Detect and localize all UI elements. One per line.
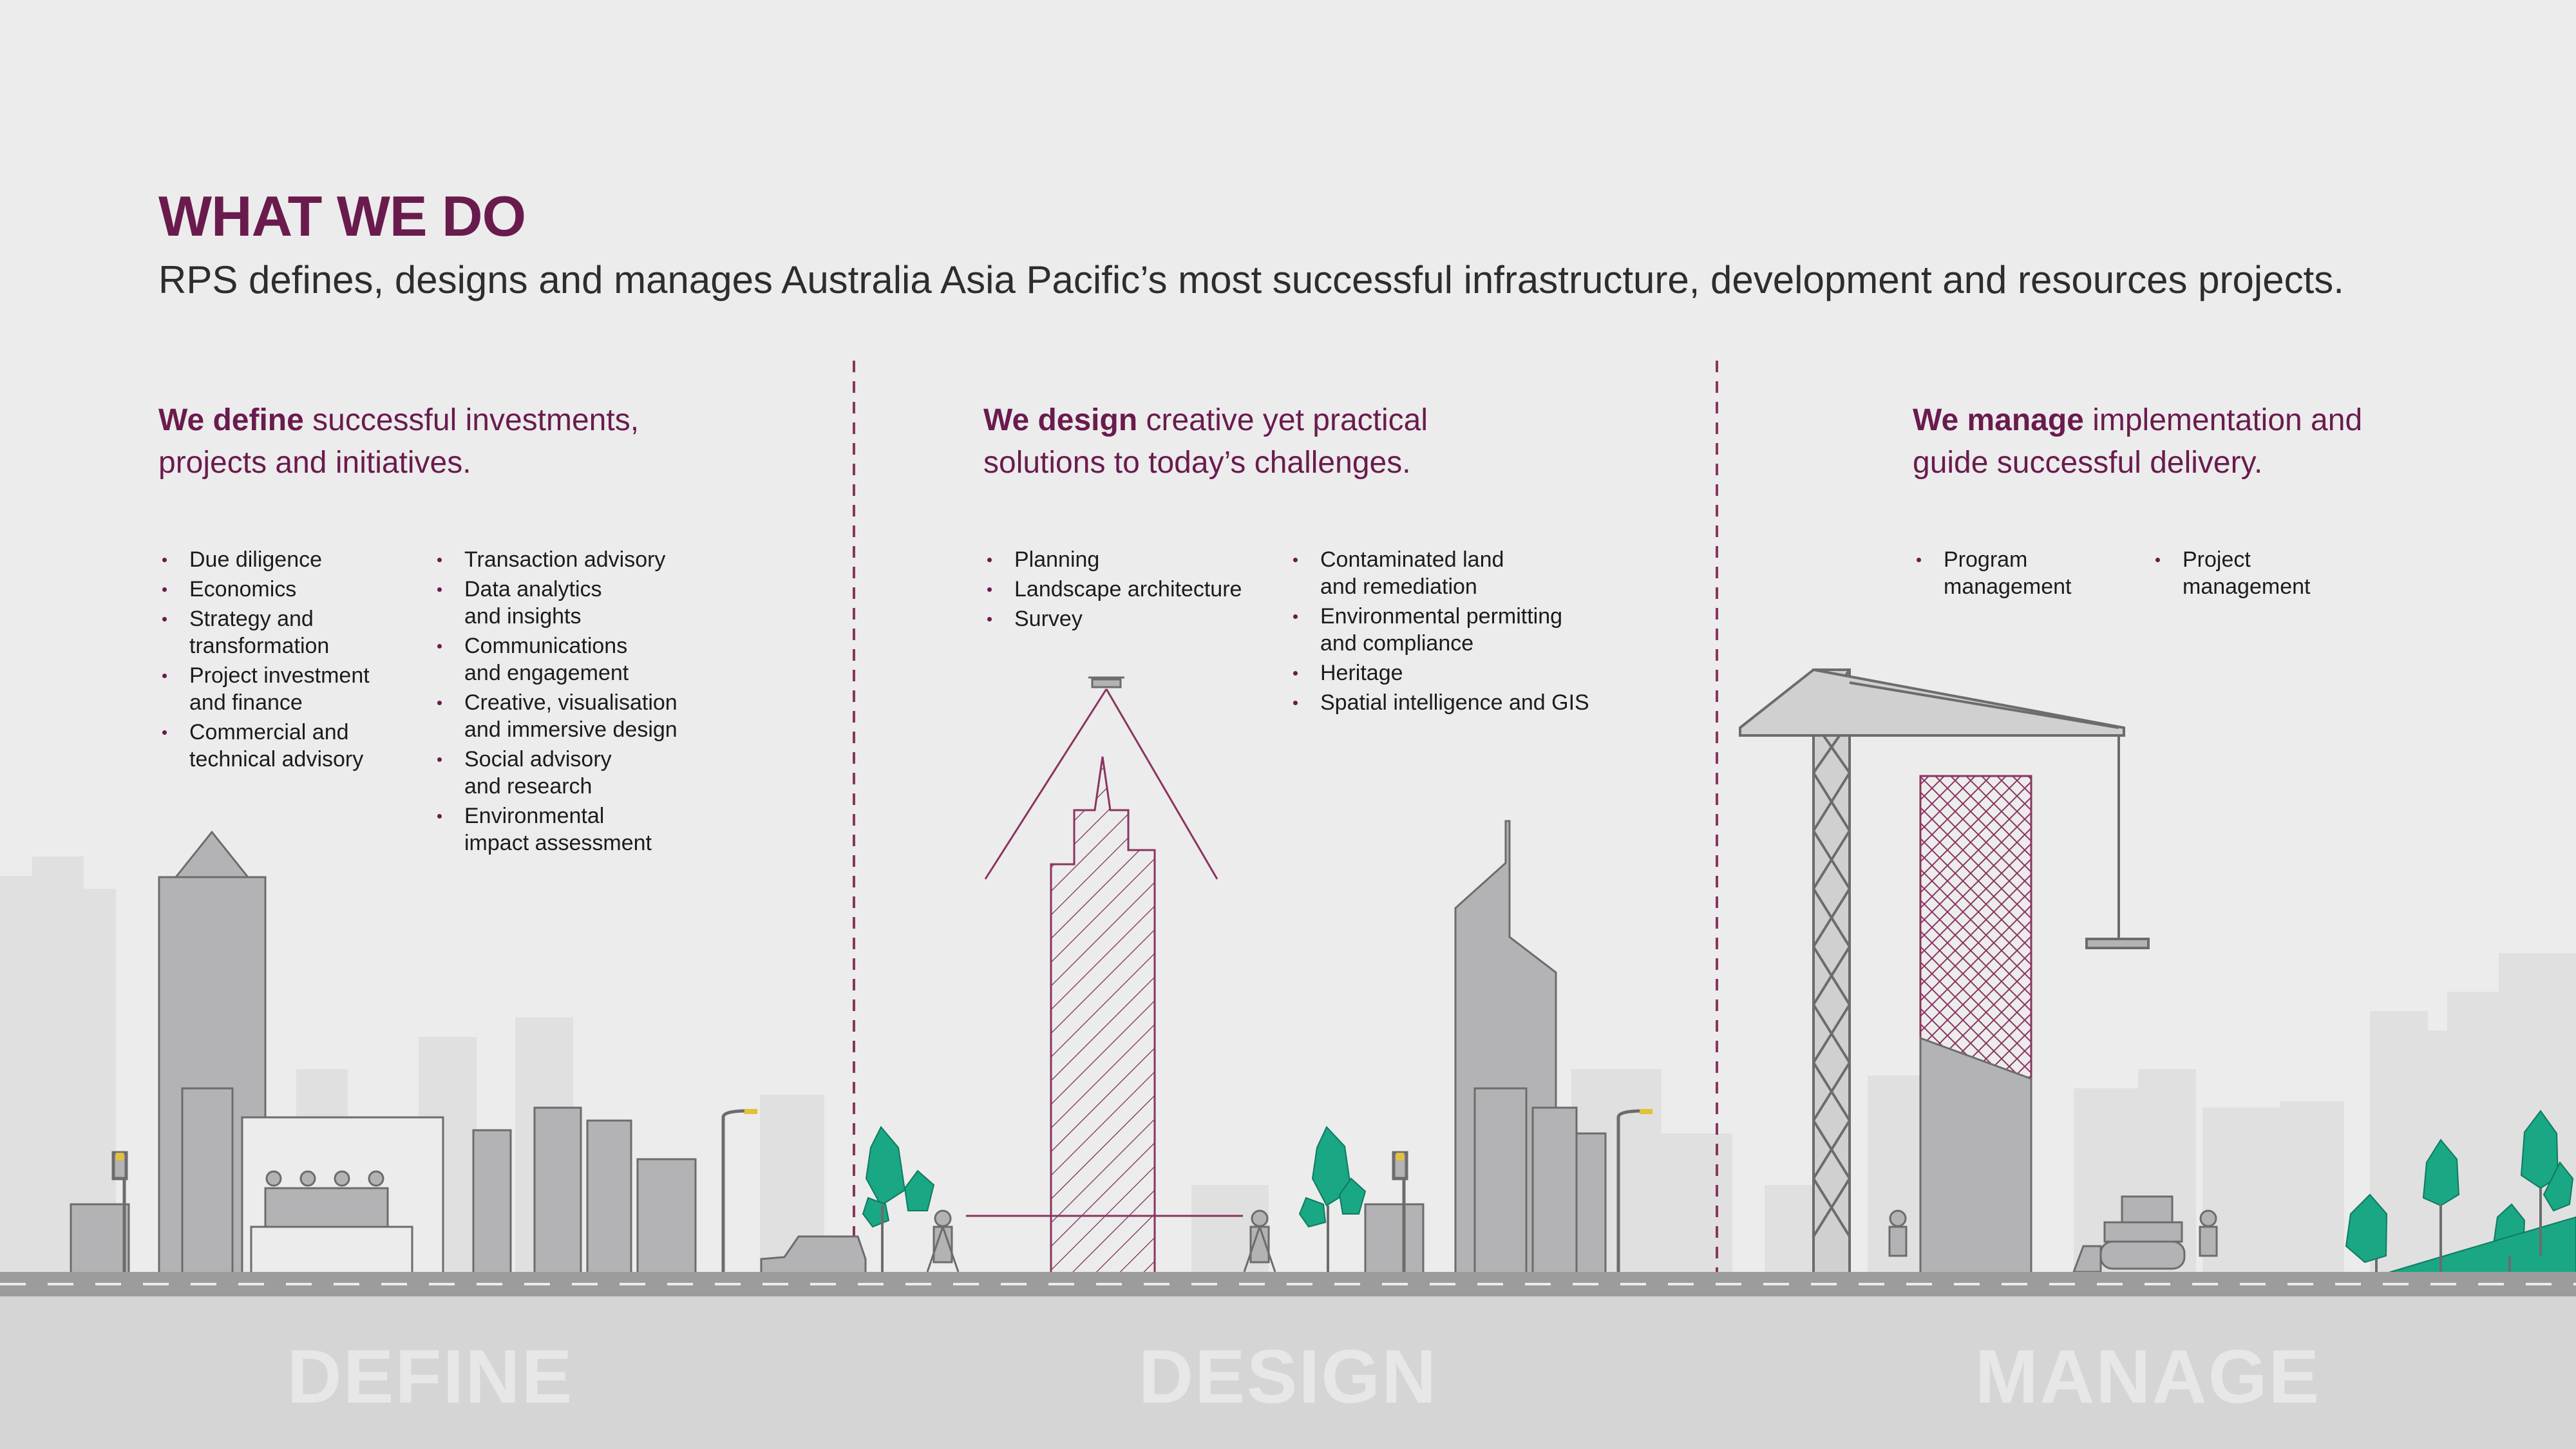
drone-icon xyxy=(1088,676,1124,688)
design-intro: We design creative yet practical solutio… xyxy=(983,403,1428,480)
drone-scan-lines xyxy=(966,688,1243,1217)
design-right-buildings xyxy=(1364,820,1607,1275)
define-watermark: DEFINE xyxy=(287,1334,574,1419)
define-service-item: Environmental impact assessment xyxy=(433,802,710,857)
manage-services-list-1: Program management xyxy=(1913,546,2132,603)
define-service-item: Commercial and technical advisory xyxy=(158,719,416,773)
design-service-item: Survey xyxy=(983,605,1267,632)
design-service-item: Planning xyxy=(983,546,1267,573)
surveyor-icon xyxy=(926,1209,1276,1273)
manage-building-under-construction xyxy=(1919,775,2032,1275)
design-watermark: DESIGN xyxy=(1138,1334,1438,1419)
define-service-item: Strategy and transformation xyxy=(158,605,416,659)
define-service-item: Project investment and finance xyxy=(158,662,416,716)
bulldozer-icon xyxy=(2072,1195,2186,1273)
page-subtitle: RPS defines, designs and manages Austral… xyxy=(158,258,2344,301)
define-service-item: Creative, visualisation and immersive de… xyxy=(433,689,710,743)
define-service-item: Economics xyxy=(158,576,416,603)
manage-service-item: Program management xyxy=(1913,546,2132,600)
manage-intro: We manage implementation and guide succe… xyxy=(1913,403,2363,480)
manage-service-item: Project management xyxy=(2152,546,2371,600)
define-service-item: Communications and engagement xyxy=(433,632,710,687)
design-service-item: Heritage xyxy=(1289,659,1624,687)
design-tower xyxy=(1050,756,1156,1275)
page-title: WHAT WE DO xyxy=(158,184,526,248)
meeting-people-icon xyxy=(250,1170,413,1275)
design-service-item: Landscape architecture xyxy=(983,576,1267,603)
manage-watermark: MANAGE xyxy=(1975,1334,2321,1419)
define-service-item: Due diligence xyxy=(158,546,416,573)
define-service-item: Data analytics and insights xyxy=(433,576,710,630)
define-service-item: Social advisory and research xyxy=(433,746,710,800)
ground xyxy=(0,1296,2576,1449)
manage-services-list-2: Project management xyxy=(2152,546,2371,603)
design-service-item: Spatial intelligence and GIS xyxy=(1289,689,1624,716)
design-service-item: Environmental permitting and compliance xyxy=(1289,603,1624,657)
design-service-item: Contaminated land and remediation xyxy=(1289,546,1624,600)
define-service-item: Transaction advisory xyxy=(433,546,710,573)
define-intro: We define successful investments, projec… xyxy=(158,403,639,480)
worker-icon xyxy=(1888,1209,2218,1257)
